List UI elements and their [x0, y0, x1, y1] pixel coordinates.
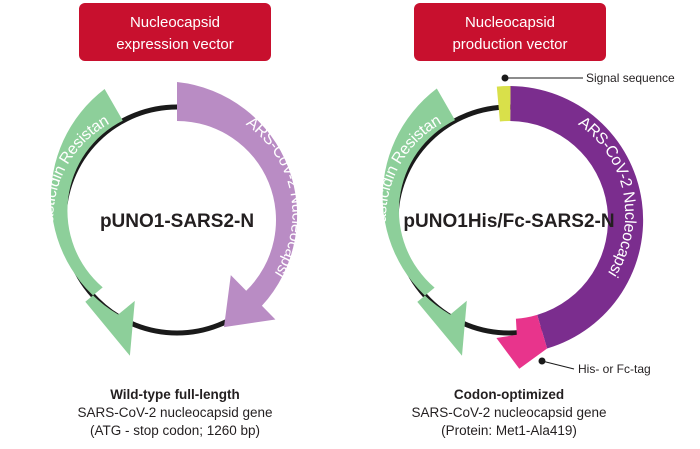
left-insert-arrow: [177, 82, 298, 328]
right-caption-gene: SARS-CoV-2 nucleocapsid gene: [411, 405, 606, 420]
left-caption-title: Wild-type full-length: [110, 387, 240, 402]
right-caption-title: Codon-optimized: [454, 387, 564, 402]
left-title-line2: expression vector: [116, 36, 234, 53]
left-vector: Nucleocapsid expression vector pUNO1-SAR…: [0, 0, 305, 438]
right-insert-arrow: [510, 86, 644, 349]
left-resistance-arrow: [51, 89, 135, 356]
right-caption-detail: (Protein: Met1-Ala419): [441, 423, 577, 438]
left-caption-detail: (ATG - stop codon; 1260 bp): [90, 423, 260, 438]
right-signal-callout: Signal sequence: [501, 71, 675, 85]
right-signal-label: Signal sequence: [586, 71, 675, 85]
right-title-box: Nucleocapsid production vector: [414, 3, 606, 61]
right-title-line2: production vector: [452, 36, 567, 53]
right-tag-callout: His- or Fc-tag: [538, 357, 651, 376]
left-caption-gene: SARS-CoV-2 nucleocapsid gene: [77, 405, 272, 420]
right-plasmid-name: pUNO1His/Fc-SARS2-N: [403, 211, 614, 232]
right-tag-arrow: [496, 314, 548, 369]
right-title-line1: Nucleocapsid: [465, 14, 555, 31]
right-tag-label: His- or Fc-tag: [578, 362, 651, 376]
left-title-line1: Nucleocapsid: [130, 14, 220, 31]
left-plasmid-name: pUNO1-SARS2-N: [100, 211, 254, 232]
left-title-box: Nucleocapsid expression vector: [79, 3, 271, 61]
right-resistance-arrow: [382, 88, 467, 356]
right-signal-sequence-block: [496, 85, 511, 122]
